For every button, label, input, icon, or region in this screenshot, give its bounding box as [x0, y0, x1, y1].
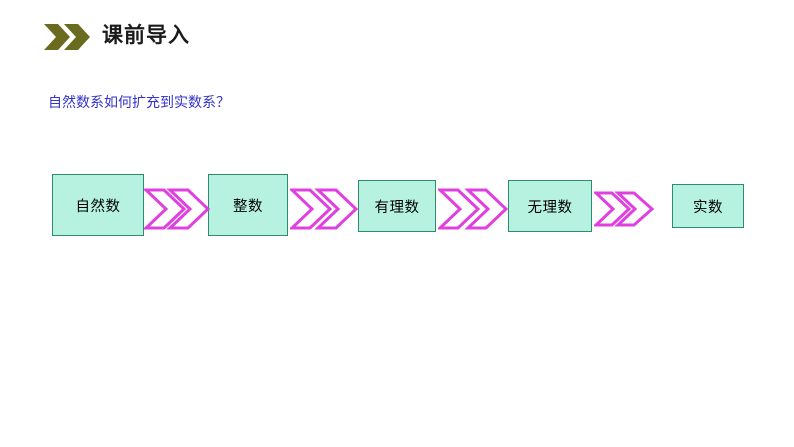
flow-node-rational-numbers: 有理数 [358, 180, 436, 232]
flow-node-label: 整数 [233, 198, 263, 215]
question-text: 自然数系如何扩充到实数系？ [48, 94, 230, 110]
double-chevron-right-icon [44, 24, 92, 50]
slide-header: 课前导入 [0, 0, 794, 68]
arrow-natural-to-integer-icon [142, 184, 211, 234]
flow-node-label: 实数 [693, 199, 723, 216]
flow-node-natural-numbers: 自然数 [52, 174, 144, 236]
flow-node-label: 自然数 [75, 198, 121, 215]
arrow-integer-to-rational-icon [288, 184, 359, 234]
arrow-rational-to-irrational-icon [436, 184, 509, 234]
flow-node-real-numbers: 实数 [672, 184, 744, 228]
page-title: 课前导入 [102, 24, 190, 47]
flow-node-label: 无理数 [527, 199, 573, 216]
flow-node-integers: 整数 [208, 174, 288, 236]
flow-node-irrational-numbers: 无理数 [508, 180, 592, 232]
number-system-flow-diagram: 自然数 整数 有理数 无理数 实数 [0, 160, 794, 260]
flow-node-label: 有理数 [374, 199, 420, 216]
arrow-irrational-to-real-icon [592, 188, 656, 230]
